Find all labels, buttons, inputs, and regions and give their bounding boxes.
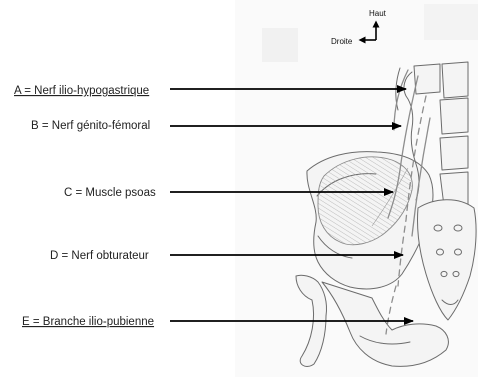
label-D-text: D = Nerf obturateur xyxy=(50,250,149,262)
right-label: Droite xyxy=(331,37,353,46)
label-A-text: A = Nerf ilio-hypogastrique xyxy=(14,85,149,97)
label-E-text: E = Branche ilio-pubienne xyxy=(22,316,154,328)
label-B-text: B = Nerf génito-fémoral xyxy=(31,120,150,132)
label-C-text: C = Muscle psoas xyxy=(64,187,156,199)
up-label: Haut xyxy=(369,9,387,18)
